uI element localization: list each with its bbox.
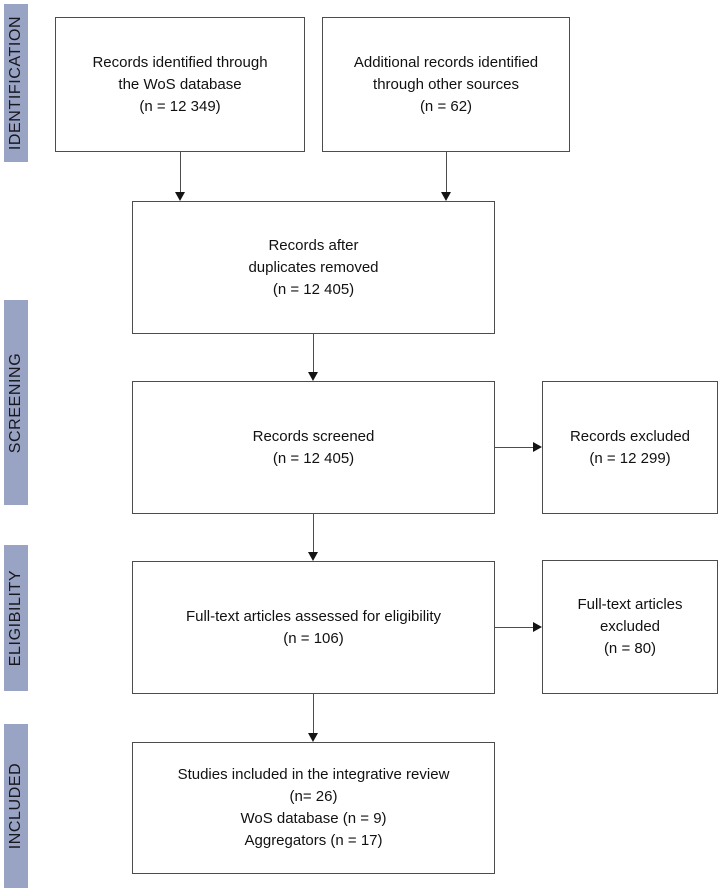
box-text-line: WoS database (n = 9) (240, 810, 387, 827)
arrow-additional-to-duplicates (441, 152, 451, 201)
box-text-line: (n = 12 299) (589, 449, 671, 467)
stage-band-identification: IDENTIFICATION (4, 4, 28, 162)
stage-label-included: INCLUDED (7, 762, 24, 850)
box-text-line: Aggregators (n = 17) (244, 832, 383, 849)
stage-band-screening: SCREENING (4, 300, 28, 505)
box-additional-records: Additional records identified through ot… (322, 17, 570, 152)
stage-label-eligibility: ELIGIBILITY (7, 569, 24, 667)
box-text-line: Records after (268, 236, 359, 254)
box-after-duplicates: Records after duplicates removed (n = 12… (132, 201, 495, 334)
stage-band-included: INCLUDED (4, 724, 28, 888)
box-text-line: Records screened (252, 427, 375, 445)
arrow-screened-to-excluded (495, 442, 542, 452)
box-studies-included: Studies included in the integrative revi… (132, 742, 495, 874)
box-records-screened: Records screened (n = 12 405) (132, 381, 495, 514)
box-text-line: (n = 12 405) (272, 449, 355, 467)
arrow-fulltext-to-included (308, 694, 318, 742)
box-text-line: Studies included in the integrative revi… (177, 766, 450, 783)
box-text-line: (n = 80) (603, 640, 657, 657)
box-text-line: Full-text articles (577, 596, 683, 613)
box-text-line: (n = 12 349) (139, 97, 221, 115)
arrow-fulltext-to-excluded (495, 622, 542, 632)
box-records-identified-wos: Records identified through the WoS datab… (55, 17, 305, 152)
box-text-line: Records excluded (569, 427, 691, 445)
stage-label-screening: SCREENING (7, 352, 24, 453)
box-text-line: (n = 106) (283, 629, 344, 647)
arrow-screened-to-fulltext (308, 514, 318, 561)
box-text-line: Records identified through (92, 53, 268, 71)
box-text-line: (n = 12 405) (272, 280, 355, 298)
arrow-wos-to-duplicates (175, 152, 185, 201)
box-fulltext-excluded: Full-text articles excluded (n = 80) (542, 560, 718, 694)
box-fulltext-assessed: Full-text articles assessed for eligibil… (132, 561, 495, 694)
box-records-excluded: Records excluded (n = 12 299) (542, 381, 718, 514)
stage-label-identification: IDENTIFICATION (7, 15, 24, 151)
stage-band-eligibility: ELIGIBILITY (4, 545, 28, 691)
box-text-line: duplicates removed (248, 258, 379, 276)
arrow-duplicates-to-screened (308, 334, 318, 381)
box-text-line: Full-text articles assessed for eligibil… (185, 607, 442, 625)
box-text-line: (n= 26) (289, 788, 338, 805)
box-text-line: Additional records identified (353, 53, 539, 71)
box-text-line: excluded (599, 618, 661, 635)
box-text-line: through other sources (373, 75, 519, 93)
box-text-line: (n = 62) (419, 97, 473, 115)
box-text-line: the WoS database (118, 75, 242, 93)
